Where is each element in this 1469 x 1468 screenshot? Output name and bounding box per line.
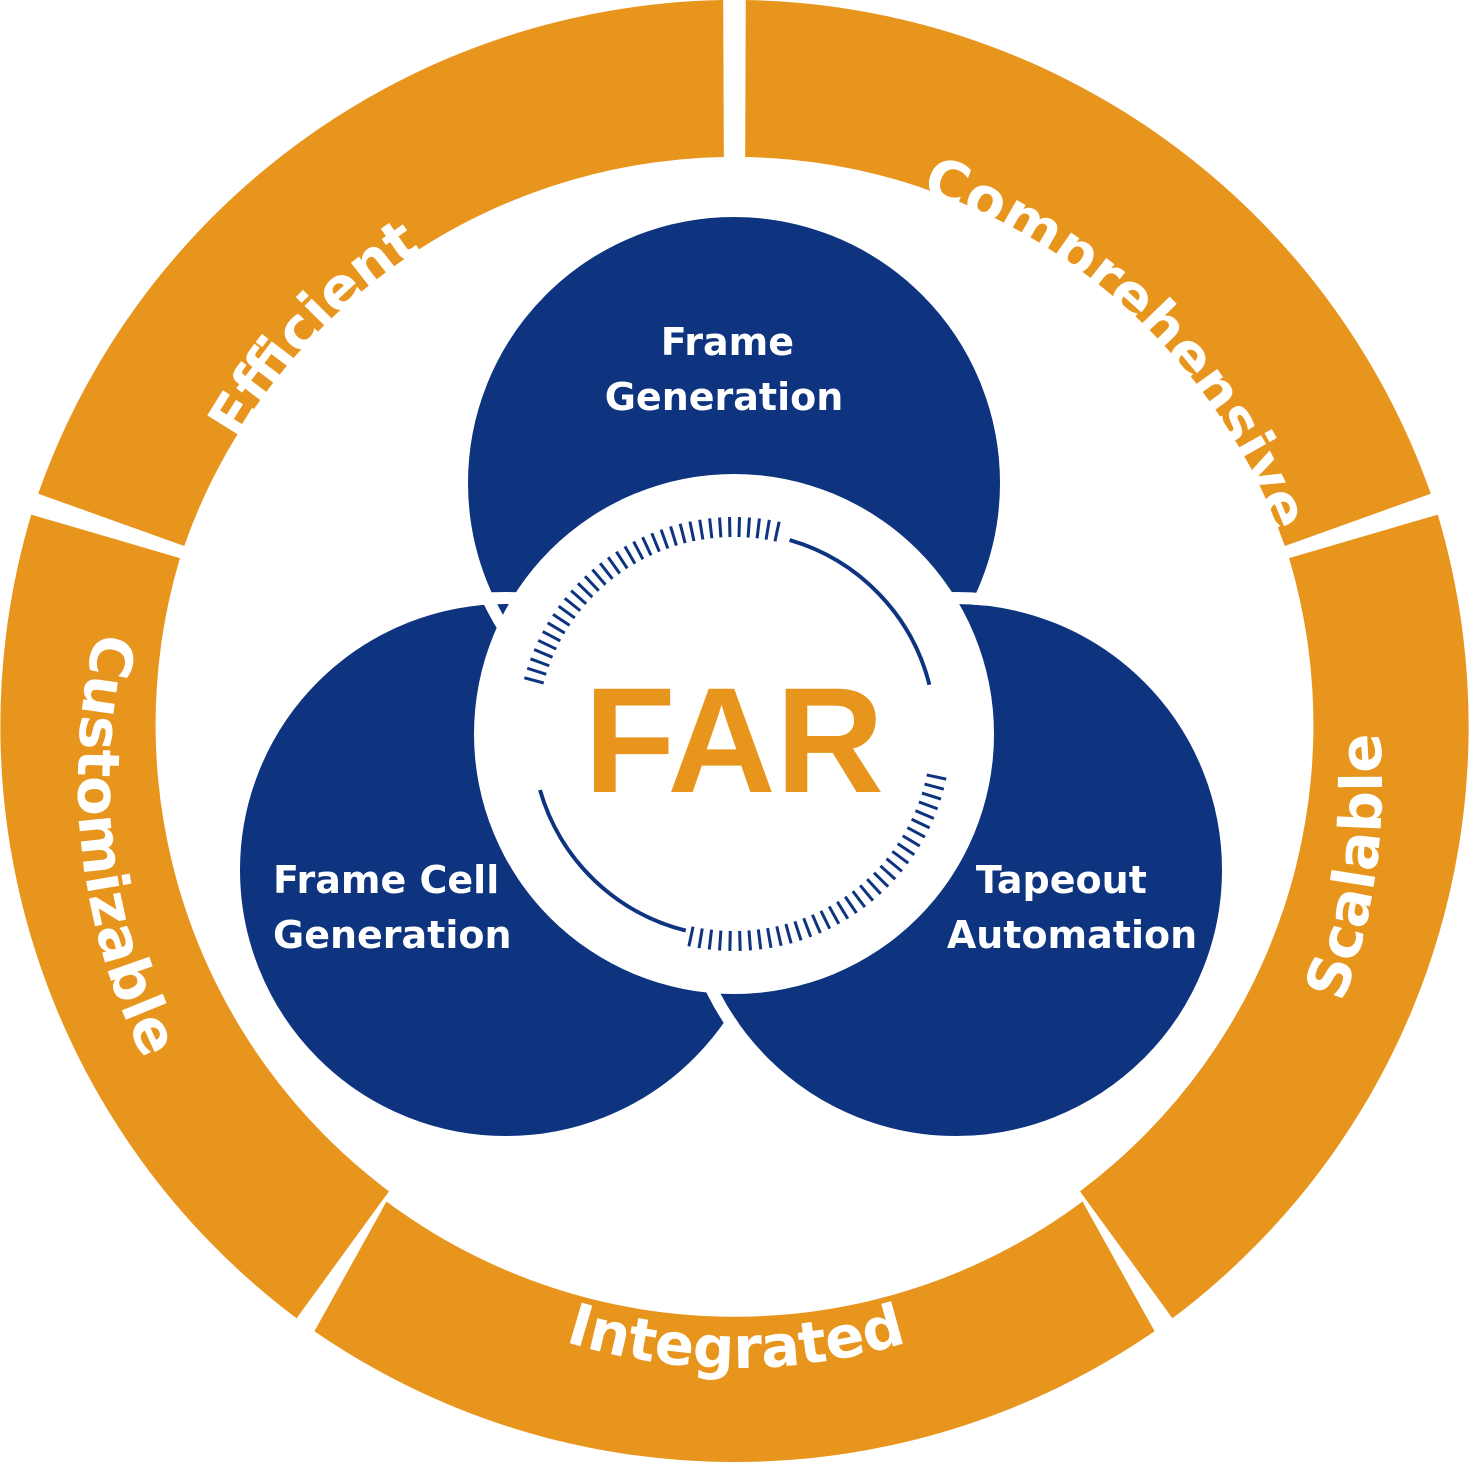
tick-mark <box>738 930 742 951</box>
tick-mark <box>718 517 723 538</box>
tick-mark <box>737 517 742 538</box>
tick-mark <box>570 589 588 605</box>
center-ticks-top-left <box>524 517 781 685</box>
ring-segment-integrated <box>314 1201 1155 1463</box>
tick-mark <box>926 773 947 781</box>
tick-mark <box>708 518 714 539</box>
tick-mark <box>784 923 793 944</box>
tick-mark <box>858 884 875 902</box>
tick-mark <box>591 568 607 586</box>
tick-mark <box>764 519 771 540</box>
tick-mark <box>537 639 557 651</box>
tick-mark <box>641 536 653 556</box>
tick-mark <box>687 926 695 947</box>
tick-mark <box>910 817 931 830</box>
tick-mark <box>542 630 562 643</box>
tick-mark <box>598 562 614 580</box>
tick-mark <box>678 523 687 544</box>
tick-mark <box>632 540 645 561</box>
tick-mark <box>836 900 850 920</box>
circle-label-frame-cell-generation: Frame Cell Generation <box>273 858 512 957</box>
tick-mark <box>583 575 600 592</box>
tick-mark <box>669 526 678 547</box>
tick-mark <box>918 800 939 811</box>
tick-mark <box>623 545 637 565</box>
tick-mark <box>885 857 903 873</box>
circle-label-frame-generation: Frame Generation <box>605 320 844 419</box>
center-arc-top-right <box>789 538 932 686</box>
tick-mark <box>659 529 670 549</box>
center-arc-bottom-left <box>538 789 687 933</box>
tick-mark <box>688 521 696 542</box>
tick-mark <box>529 657 550 668</box>
tick-mark <box>921 791 942 801</box>
tick-mark <box>879 864 897 881</box>
circle-label-tapeout-automation: Tapeout Automation <box>947 858 1197 957</box>
tick-mark <box>802 917 813 938</box>
tick-mark <box>793 920 803 941</box>
tick-mark <box>650 532 661 553</box>
center-hub: FAR <box>474 474 994 994</box>
center-outline <box>480 480 988 988</box>
tick-mark <box>576 582 594 599</box>
tick-mark <box>811 914 822 934</box>
tick-mark <box>546 621 566 635</box>
ring-segment-comprehensive <box>745 0 1431 546</box>
tick-mark <box>843 895 858 914</box>
tick-mark <box>924 782 945 791</box>
ring-segment-customizable <box>0 514 389 1319</box>
tick-mark <box>698 519 705 540</box>
tick-mark <box>746 517 751 538</box>
tick-mark <box>866 878 882 895</box>
center-label-far: FAR <box>584 656 884 824</box>
tick-mark <box>775 925 783 947</box>
tick-mark <box>914 809 935 820</box>
tick-mark <box>615 550 629 570</box>
center-ticks-bottom-right <box>687 773 947 951</box>
tick-mark <box>563 597 582 612</box>
tick-mark <box>756 929 763 950</box>
ring-label-integrated: Integrated <box>561 1290 911 1383</box>
ring-segment-scalable <box>1080 514 1469 1319</box>
tick-mark <box>718 930 723 951</box>
ring-segment-efficient <box>38 0 724 546</box>
tick-mark <box>773 521 781 542</box>
tick-mark <box>896 842 916 857</box>
tick-mark <box>891 850 910 865</box>
tick-mark <box>533 648 554 659</box>
tick-mark <box>526 666 547 676</box>
tick-mark <box>557 604 576 620</box>
tick-mark <box>872 871 890 888</box>
tick-mark <box>755 518 761 539</box>
tick-mark <box>819 910 832 930</box>
tick-mark <box>606 556 621 575</box>
center-circle <box>474 474 994 994</box>
tick-mark <box>552 613 571 627</box>
tick-mark <box>827 905 841 925</box>
tick-mark <box>766 927 773 949</box>
tick-mark <box>747 930 753 951</box>
tick-mark <box>524 676 545 685</box>
tick-mark <box>851 890 867 909</box>
tick-mark <box>906 826 926 839</box>
tick-mark <box>697 928 704 949</box>
tick-mark <box>901 834 921 848</box>
tick-mark <box>707 929 714 950</box>
